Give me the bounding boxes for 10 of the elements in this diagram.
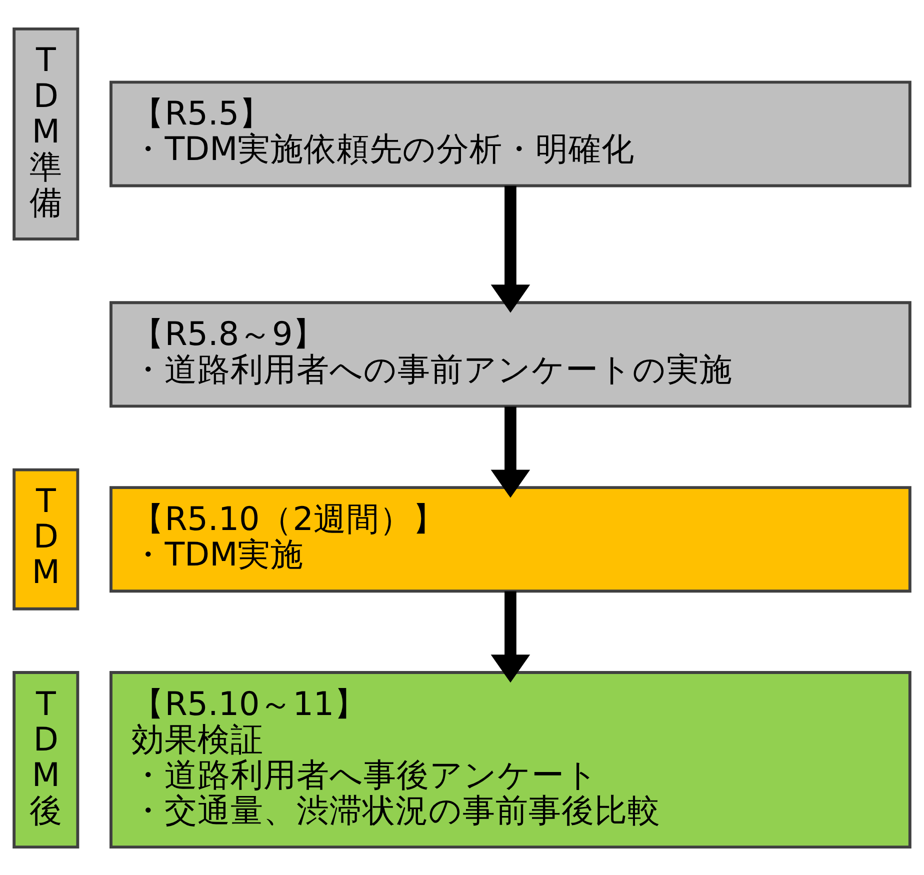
node-box: TDM後 xyxy=(12,670,80,848)
node-box: TDM xyxy=(12,468,80,610)
node-box: 【R5.8～9】 ・道路利用者への事前アンケートの実施 xyxy=(110,300,912,408)
node-box: 【R5.5】 ・TDM実施依頼先の分析・明確化 xyxy=(110,80,912,187)
node-box: 【R5.10（2週間）】 ・TDM実施 xyxy=(110,486,912,592)
node-box: 【R5.10～11】 効果検証 ・道路利用者へ事後アンケート ・交通量、渋滞状況の事前事後比較 xyxy=(110,670,912,848)
arrow xyxy=(490,406,530,498)
node-box: TDM準備 xyxy=(12,26,80,240)
arrow xyxy=(490,590,530,682)
arrow xyxy=(490,185,530,312)
